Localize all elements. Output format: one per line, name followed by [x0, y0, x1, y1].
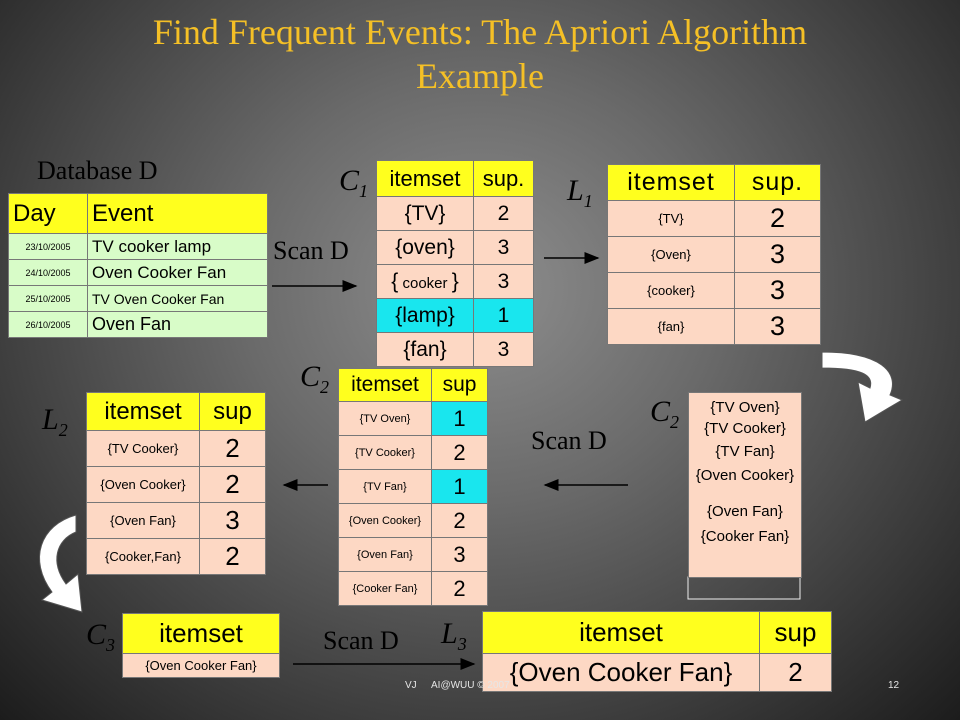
- c2-header-itemset: itemset: [338, 368, 432, 402]
- c1-table: itemset sup. {TV} 2 {oven} 3 { cooker } …: [376, 160, 534, 367]
- c2-cell-itemset: {TV Fan}: [338, 469, 432, 504]
- label-c3: C3: [86, 618, 116, 655]
- c1-cell-sup: 3: [473, 332, 534, 367]
- db-cell-day: 24/10/2005: [8, 259, 88, 286]
- l2-cell-sup: 3: [199, 502, 266, 539]
- c2-cell-sup: 2: [431, 571, 488, 606]
- label-c1: C1: [339, 164, 369, 201]
- l3-cell-itemset: {Oven Cooker Fan}: [482, 653, 760, 692]
- l2-header-itemset: itemset: [86, 392, 200, 431]
- l1-cell-sup: 3: [734, 236, 821, 273]
- footer-author: VJ: [405, 680, 417, 691]
- c2-support-table: itemset sup {TV Oven} 1 {TV Cooker} 2 {T…: [338, 368, 488, 606]
- c1-cell-itemset: {oven}: [376, 230, 474, 265]
- database-table: Day Event 23/10/2005 TV cooker lamp 24/1…: [8, 193, 268, 338]
- l1-cell-itemset: {Oven}: [607, 236, 735, 273]
- l1-cell-sup: 2: [734, 200, 821, 237]
- l2-cell-itemset: {Cooker,Fan}: [86, 538, 200, 575]
- c3-cell-itemset: {Oven Cooker Fan}: [122, 653, 280, 678]
- l1-cell-sup: 3: [734, 272, 821, 309]
- c2-candidate-item: {Oven Cooker}: [695, 467, 795, 484]
- c2-cell-itemset: {Cooker Fan}: [338, 571, 432, 606]
- l2-cell-itemset: {TV Cooker}: [86, 430, 200, 467]
- title-line-2: Example: [416, 56, 544, 96]
- c2-header-sup: sup: [431, 368, 488, 402]
- c2-cell-sup: 2: [431, 503, 488, 538]
- label-c2-right: C2: [650, 395, 680, 432]
- l2-cell-sup: 2: [199, 538, 266, 575]
- c1-cell-itemset: {fan}: [376, 332, 474, 367]
- footer-copyright: AI@WUU © 2007: [431, 680, 510, 691]
- l2-table: itemset sup {TV Cooker} 2 {Oven Cooker} …: [86, 392, 266, 575]
- l3-table: itemset sup {Oven Cooker Fan} 2: [482, 611, 832, 692]
- db-cell-day: 23/10/2005: [8, 233, 88, 260]
- db-cell-event: Oven Fan: [87, 311, 268, 338]
- curved-arrow-l2-c3: [39, 514, 83, 613]
- c2-empty-box: [687, 576, 801, 600]
- scan-label-1: Scan D: [273, 236, 349, 265]
- scan-label-2: Scan D: [531, 426, 607, 455]
- c2-cell-sup: 3: [431, 537, 488, 572]
- label-l1: L1: [567, 174, 593, 211]
- l1-cell-itemset: {fan}: [607, 308, 735, 345]
- c2-candidate-item: {TV Oven}: [710, 399, 780, 416]
- c1-cell-sup: 1: [473, 298, 534, 333]
- curved-arrow-l1-c2: [821, 351, 904, 423]
- db-cell-event: TV Oven Cooker Fan: [87, 285, 268, 312]
- c2-candidate-item: {Oven Fan}: [707, 503, 783, 520]
- c2-cell-itemset: {Oven Fan}: [338, 537, 432, 572]
- c1-cell-itemset: { cooker }: [376, 264, 474, 299]
- l1-cell-sup: 3: [734, 308, 821, 345]
- c2-candidate-item: {TV Cooker}: [704, 420, 786, 437]
- slide-title: Find Frequent Events: The Apriori Algori…: [0, 10, 960, 98]
- c2-cell-itemset: {Oven Cooker}: [338, 503, 432, 538]
- l3-header-sup: sup: [759, 611, 832, 654]
- title-line-1: Find Frequent Events: The Apriori Algori…: [152, 12, 808, 52]
- label-c2-left: C2: [300, 360, 330, 397]
- page-number: 12: [888, 680, 900, 691]
- db-header-day: Day: [8, 193, 88, 234]
- c1-cell-itemset: {lamp}: [376, 298, 474, 333]
- c2-cell-sup: 1: [431, 469, 488, 504]
- c1-cell-sup: 2: [473, 196, 534, 231]
- c3-table: itemset {Oven Cooker Fan}: [122, 613, 280, 678]
- c3-header-itemset: itemset: [122, 613, 280, 654]
- label-l2: L2: [42, 403, 68, 440]
- label-l3: L3: [441, 617, 467, 654]
- c1-header-itemset: itemset: [376, 160, 474, 197]
- c1-cell-sup: 3: [473, 264, 534, 299]
- c2-cell-sup: 1: [431, 401, 488, 436]
- l1-table: itemset sup. {TV} 2 {Oven} 3 {cooker} 3 …: [607, 164, 821, 345]
- l2-header-sup: sup: [199, 392, 266, 431]
- c1-cell-itemset: {TV}: [376, 196, 474, 231]
- c2-candidate-item: {Cooker Fan}: [700, 528, 790, 545]
- c2-cell-sup: 2: [431, 435, 488, 470]
- c1-cell-sup: 3: [473, 230, 534, 265]
- db-cell-day: 26/10/2005: [8, 311, 88, 338]
- l3-cell-sup: 2: [759, 653, 832, 692]
- l1-cell-itemset: {cooker}: [607, 272, 735, 309]
- database-label: Database D: [37, 156, 158, 185]
- l2-cell-sup: 2: [199, 466, 266, 503]
- c2-cell-itemset: {TV Cooker}: [338, 435, 432, 470]
- l2-cell-sup: 2: [199, 430, 266, 467]
- c2-candidates-table: {TV Oven} {TV Cooker} {TV Fan} {Oven Coo…: [688, 392, 802, 578]
- l1-header-itemset: itemset: [607, 164, 735, 201]
- db-cell-event: Oven Cooker Fan: [87, 259, 268, 286]
- db-header-event: Event: [87, 193, 268, 234]
- l1-cell-itemset: {TV}: [607, 200, 735, 237]
- c2-cell-itemset: {TV Oven}: [338, 401, 432, 436]
- c2-candidate-item: {TV Fan}: [715, 443, 775, 460]
- l2-cell-itemset: {Oven Cooker}: [86, 466, 200, 503]
- db-cell-event: TV cooker lamp: [87, 233, 268, 260]
- scan-label-3: Scan D: [323, 626, 399, 655]
- l1-header-sup: sup.: [734, 164, 821, 201]
- l2-cell-itemset: {Oven Fan}: [86, 502, 200, 539]
- l3-header-itemset: itemset: [482, 611, 760, 654]
- c1-header-sup: sup.: [473, 160, 534, 197]
- db-cell-day: 25/10/2005: [8, 285, 88, 312]
